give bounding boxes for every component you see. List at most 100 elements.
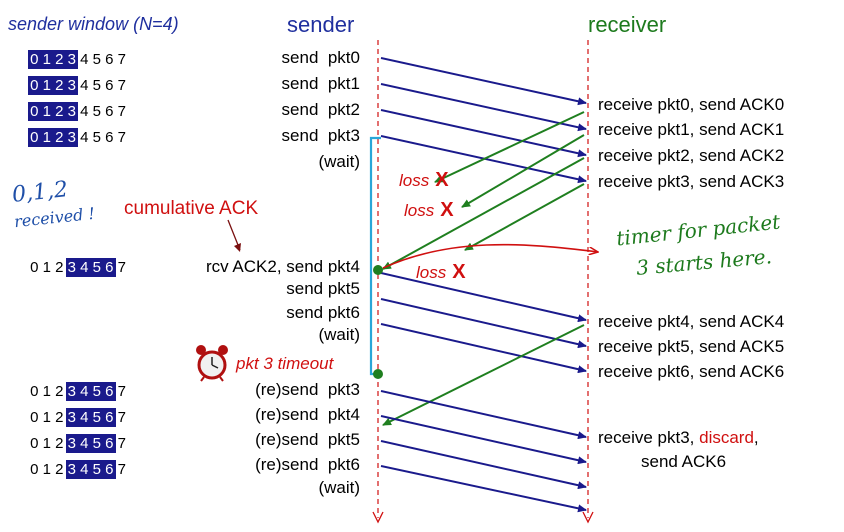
repkt4-arrow [380, 415, 587, 465]
window-seq-number: 7 [117, 259, 126, 276]
window-seq-number: 3 [65, 128, 78, 147]
window-seq-number: 0 [28, 50, 41, 69]
ack1-arrow-lost [461, 134, 585, 208]
sender-event-label: (re)send pkt5 [255, 430, 360, 449]
window-seq-number: 5 [92, 103, 101, 120]
window-seq-number: 4 [80, 103, 89, 120]
loss-x-icon: X [440, 199, 454, 221]
window-seq-number: 6 [103, 460, 116, 479]
pkt4-arrow [380, 272, 587, 323]
window-seq-number: 0 [28, 76, 41, 95]
sender-event-label: send pkt2 [281, 100, 360, 119]
window-seq-number: 7 [117, 103, 126, 120]
pkt5-arrow [380, 298, 587, 349]
sender-event-label: send pkt1 [281, 74, 360, 93]
discard-line-ack: send ACK6 [641, 452, 727, 471]
window-seq-number: 2 [55, 409, 64, 426]
window-seq-number: 6 [105, 51, 114, 68]
sender-event-label: send pkt6 [286, 303, 360, 322]
ack2-arrow [382, 157, 585, 270]
receiver-event-label: receive pkt0, send ACK0 [598, 95, 785, 114]
window-seq-number: 3 [65, 76, 78, 95]
receiver-timeline-arrowhead [582, 511, 594, 524]
window-seq-number: 5 [92, 51, 101, 68]
window-seq-number: 5 [90, 258, 103, 277]
window-seq-number: 7 [117, 461, 126, 478]
receiver-event-label: receive pkt3, send ACK3 [598, 172, 785, 191]
window-seq-number: 2 [53, 128, 66, 147]
window-seq-number: 3 [65, 408, 78, 427]
window-seq-number: 0 [30, 435, 39, 452]
discard-line-suffix: , [753, 428, 759, 447]
loss-x-icon: X [452, 261, 466, 283]
sender-title: sender [287, 12, 355, 37]
window-seq-number: 3 [65, 102, 78, 121]
window-seq-number: 1 [40, 128, 53, 147]
window-seq-number: 5 [90, 434, 103, 453]
window-seq-number: 1 [40, 102, 53, 121]
timer-start-dot [373, 265, 383, 275]
sender-event-label: (re)send pkt3 [255, 380, 360, 399]
receiver-event-label: receive pkt1, send ACK1 [598, 120, 785, 139]
window-seq-number: 5 [92, 129, 101, 146]
sender-event-label: (wait) [318, 325, 360, 344]
window-seq-number: 2 [55, 259, 64, 276]
sender-window-title: sender window (N=4) [8, 14, 179, 34]
window-seq-number: 4 [80, 129, 89, 146]
window-seq-number: 4 [78, 258, 91, 277]
receiver-event-label: receive pkt4, send ACK4 [598, 312, 785, 331]
window-seq-number: 0 [28, 102, 41, 121]
loss-x-icon: X [435, 169, 449, 191]
window-seq-number: 2 [55, 435, 64, 452]
window-seq-number: 7 [117, 435, 126, 452]
sender-event-label: send pkt3 [281, 126, 360, 145]
pkt2-arrow [380, 109, 587, 158]
timer-annotation-curve [382, 243, 598, 269]
window-seq-number: 6 [103, 434, 116, 453]
window-seq-number: 6 [105, 77, 114, 94]
discard-word: discard [699, 428, 754, 447]
window-seq-number: 7 [117, 129, 126, 146]
ack3-arrow-lost [464, 183, 585, 251]
window-seq-number: 2 [53, 76, 66, 95]
alarm-clock-icon [196, 345, 228, 382]
cumulative-ack-label: cumulative ACK [124, 198, 259, 219]
window-seq-number: 1 [42, 435, 51, 452]
window-seq-number: 7 [117, 409, 126, 426]
discard-line-prefix: receive pkt3, [598, 428, 700, 447]
pkt0-arrow [380, 57, 587, 106]
window-seq-number: 1 [40, 76, 53, 95]
window-seq-number: 4 [78, 382, 91, 401]
window-seq-number: 0 [30, 383, 39, 400]
window-seq-number: 0 [28, 128, 41, 147]
pkt6-arrow [380, 323, 587, 374]
window-seq-number: 2 [55, 383, 64, 400]
sender-event-label: (re)send pkt6 [255, 455, 360, 474]
receiver-event-label: receive pkt6, send ACK6 [598, 362, 785, 381]
repkt6-arrow [380, 465, 587, 513]
window-seq-number: 2 [55, 461, 64, 478]
cumulative-ack-pointer-head [234, 243, 241, 252]
receiver-event-label: receive pkt2, send ACK2 [598, 146, 785, 165]
window-seq-number: 2 [53, 50, 66, 69]
window-seq-number: 4 [80, 51, 89, 68]
timer-bracket [369, 136, 381, 376]
window-seq-number: 6 [105, 103, 114, 120]
sender-event-label: rcv ACK2, send pkt4 [205, 257, 360, 276]
window-seq-number: 4 [78, 434, 91, 453]
sender-event-label: send pkt0 [281, 48, 360, 67]
window-seq-number: 7 [117, 77, 126, 94]
sender-event-label: send pkt5 [286, 279, 360, 298]
window-seq-number: 0 [30, 409, 39, 426]
window-seq-number: 5 [90, 382, 103, 401]
sender-event-label: (re)send pkt4 [255, 405, 360, 424]
window-seq-number: 1 [42, 383, 51, 400]
